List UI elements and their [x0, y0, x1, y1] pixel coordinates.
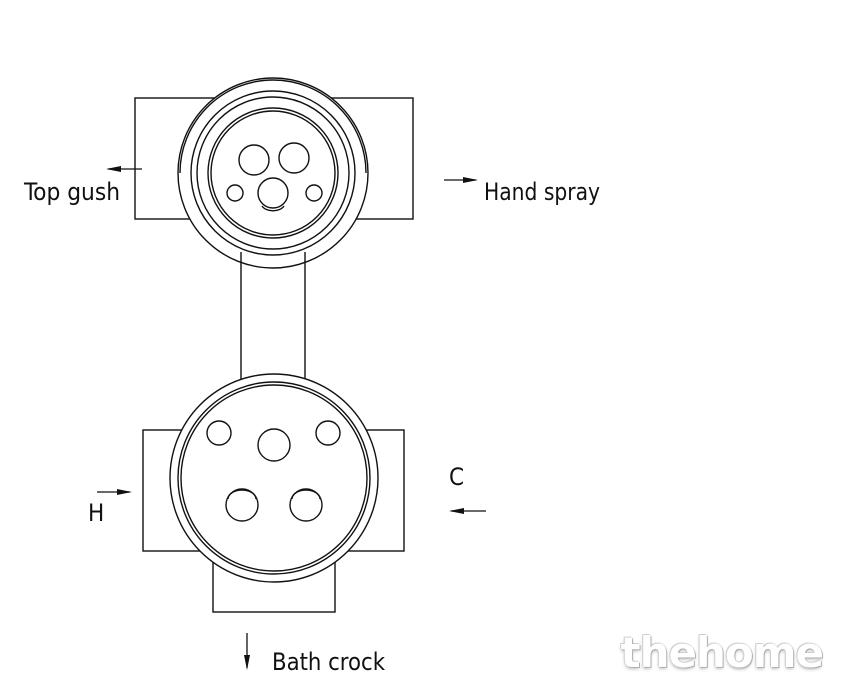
- lower-port-top-left: [206, 420, 232, 446]
- top-port-lower-center-slot: [261, 205, 285, 212]
- top-flange: [179, 79, 367, 174]
- top-cap-outer: [190, 90, 356, 256]
- hand-spray-arrowhead: [463, 177, 478, 183]
- bath-crock-arrowhead: [244, 655, 250, 670]
- top-cap-face: [210, 110, 336, 236]
- lower-mixer-body: [142, 373, 405, 613]
- lower-body-inner: [180, 384, 368, 572]
- lower-outer-body: [169, 373, 379, 583]
- lower-port-top-right: [315, 420, 341, 446]
- flow-arrows: [97, 166, 486, 670]
- hand-spray-label: Hand spray: [484, 178, 600, 206]
- lower-port-bottom-right-slot: [291, 489, 321, 500]
- lower-port-bottom-left: [225, 488, 259, 522]
- top-port-lower-center: [257, 177, 289, 209]
- connecting-pipe: [240, 252, 306, 381]
- cold-inlet-label: C: [449, 463, 464, 491]
- lower-port-bottom-right: [289, 488, 323, 522]
- top-cap-ring: [196, 96, 350, 250]
- hot-arrowhead: [117, 489, 132, 495]
- top-port-upper-left: [238, 144, 270, 176]
- top-diverter-body: [134, 77, 414, 269]
- cold-arrowhead: [449, 508, 464, 514]
- watermark-logo: thehome: [620, 628, 824, 677]
- hot-inlet-label: H: [88, 499, 104, 527]
- bath-crock-label: Bath crock: [272, 648, 385, 676]
- top-port-small-left: [226, 184, 244, 202]
- top-port-small-right: [305, 184, 323, 202]
- top-gush-arrowhead: [106, 166, 121, 172]
- lower-body-ring: [177, 381, 371, 575]
- top-port-upper-right: [278, 142, 310, 174]
- top-gush-label: Top gush: [23, 178, 120, 206]
- lower-port-bottom-left-slot: [227, 489, 257, 500]
- lower-port-top-center: [257, 428, 291, 462]
- top-cap-inner: [207, 107, 339, 239]
